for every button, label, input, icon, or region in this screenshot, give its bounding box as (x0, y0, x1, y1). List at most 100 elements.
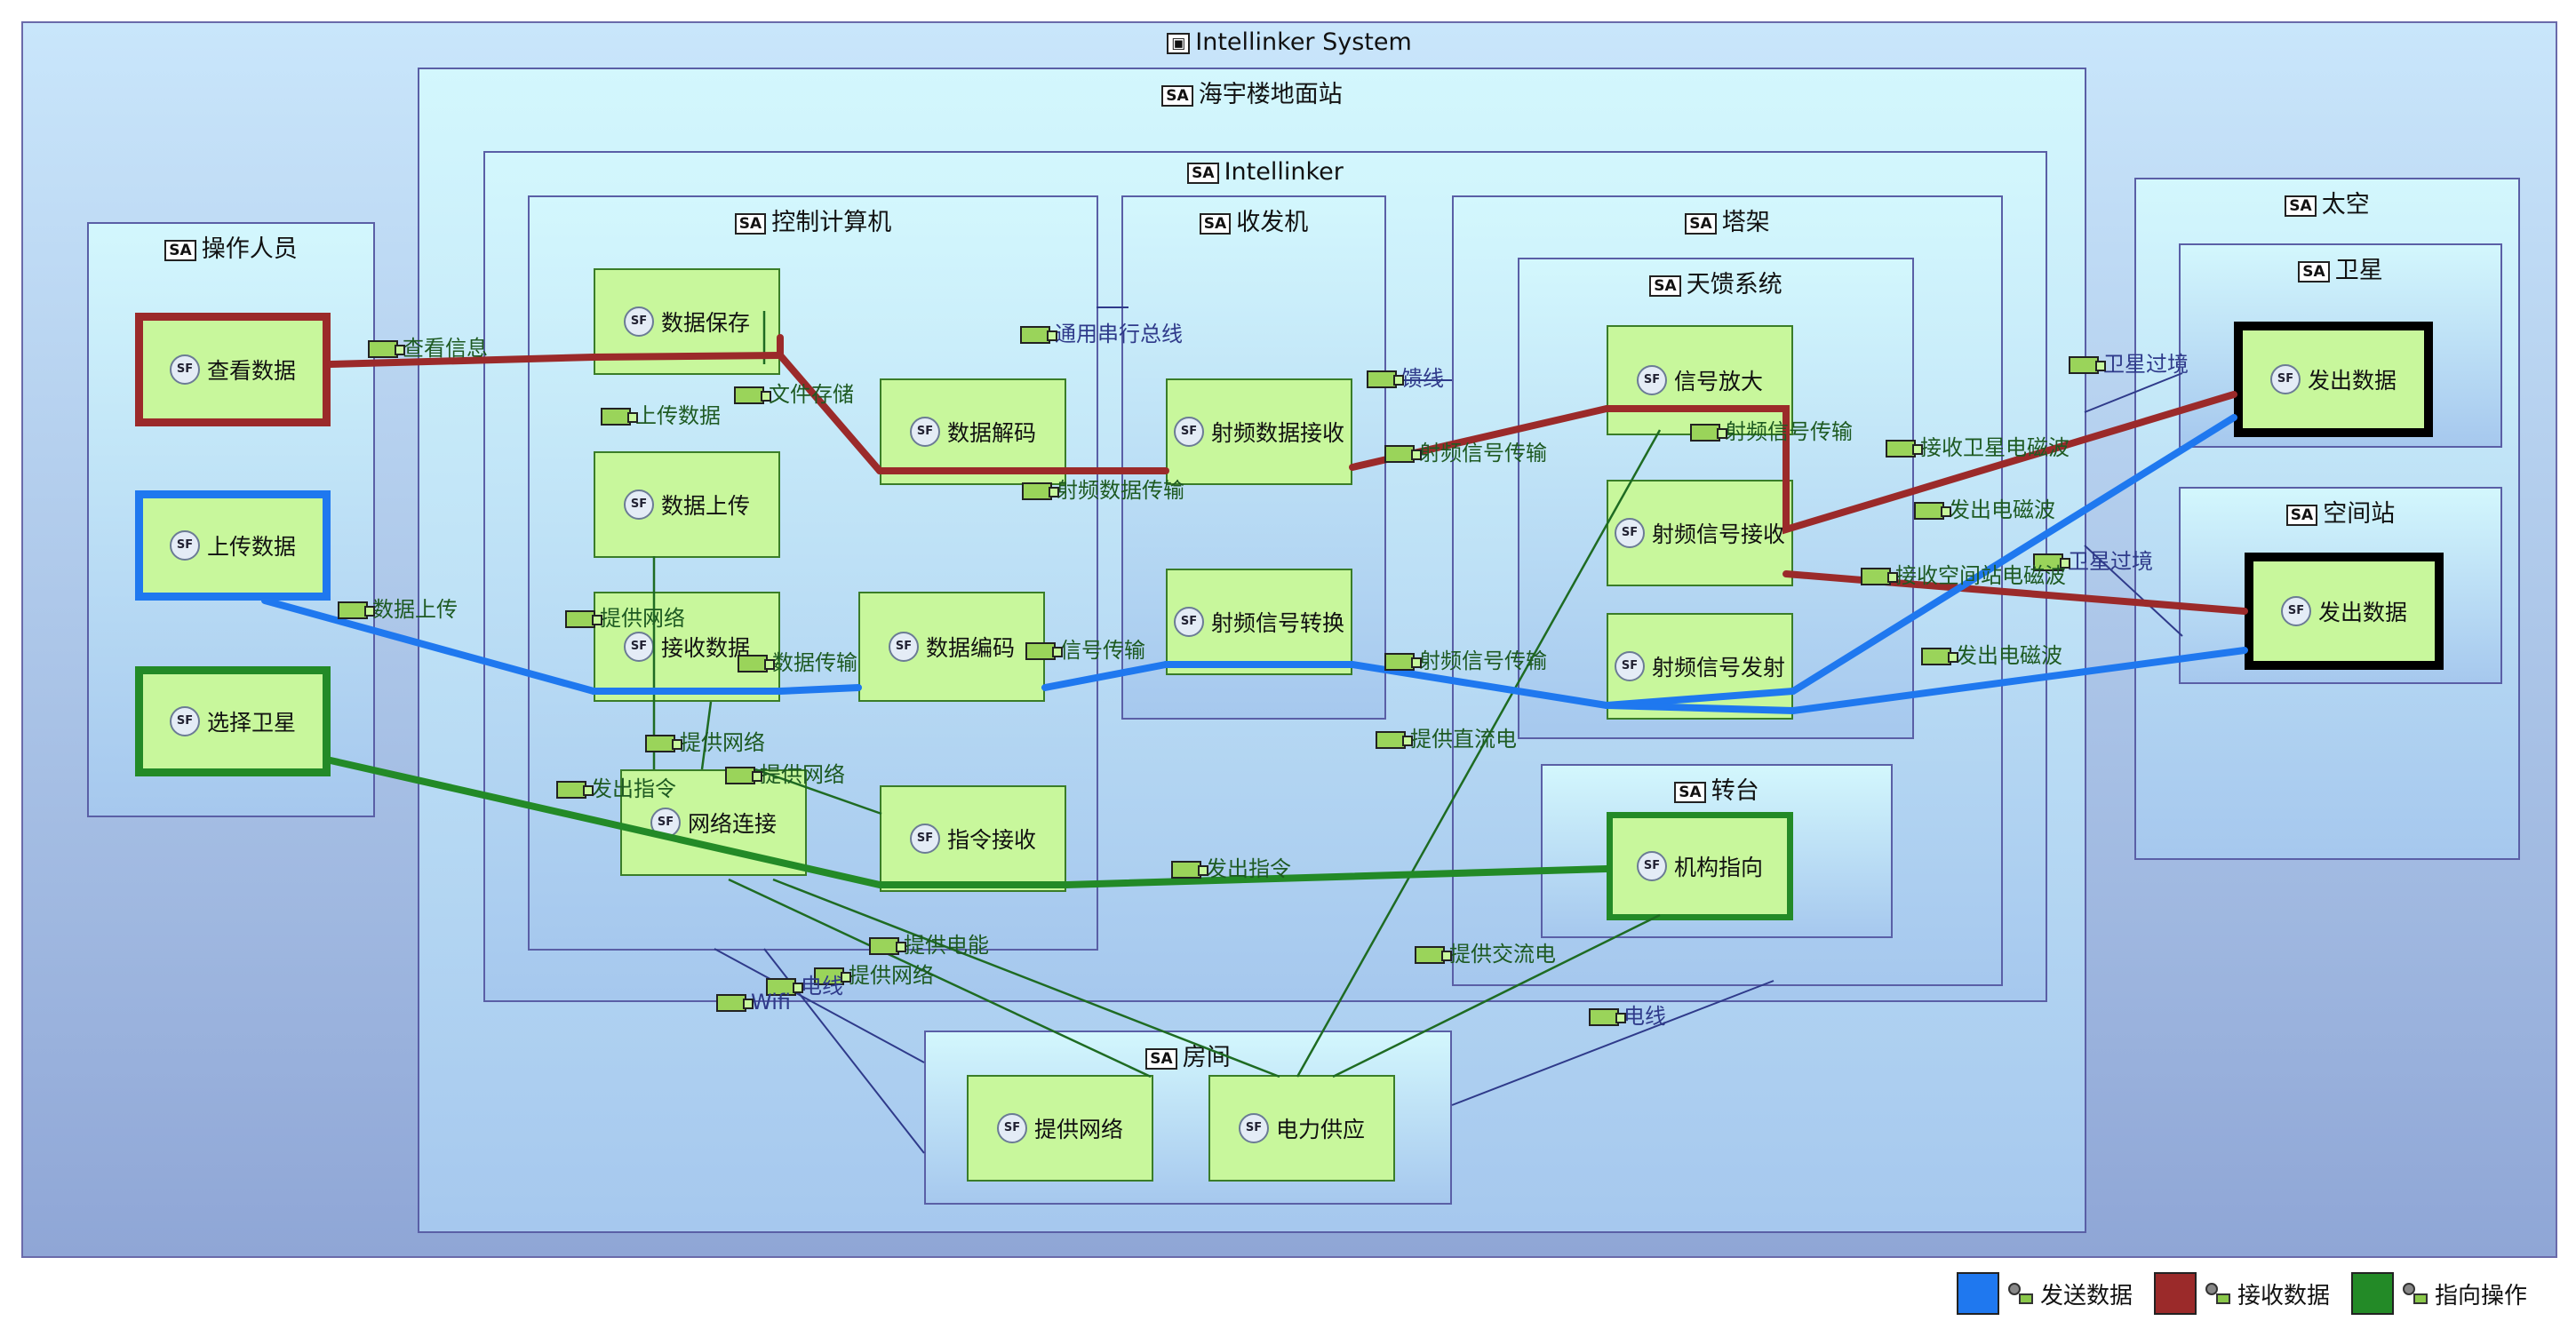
sa-icon: SA (2298, 260, 2330, 283)
legend-icon (2205, 1281, 2230, 1306)
function-icon: SF (169, 706, 200, 736)
exchange-icon (601, 408, 638, 426)
flow-label: Wifi (716, 990, 791, 1015)
flow-label: 发出指令 (1171, 851, 1291, 882)
exchange-icon (1861, 568, 1898, 585)
wire-dc-power (1296, 429, 1662, 1078)
function-icon: SF (1238, 1113, 1269, 1143)
sa-icon: SA (1674, 781, 1706, 803)
exchange-icon (1589, 1008, 1626, 1026)
component-icon: ▣ (1167, 32, 1191, 54)
sa-icon: SA (1187, 162, 1219, 184)
exchange-icon (1367, 370, 1404, 388)
wire-provide-net-c (700, 701, 713, 770)
exchange-icon (869, 937, 906, 955)
flow-label: 射频数据传输 (1022, 473, 1184, 504)
sa-icon: SA (2285, 195, 2317, 217)
legend-swatch (1957, 1272, 1999, 1315)
flow-label: 数据传输 (738, 645, 857, 676)
legend-icon (2008, 1281, 2033, 1306)
flow-label: 射频信号传输 (1690, 414, 1853, 445)
legend-icon (2403, 1281, 2428, 1306)
flow-label: 提供网络 (645, 725, 765, 756)
flow-label: 提供交流电 (1415, 936, 1556, 967)
flow-label: 查看信息 (368, 330, 488, 362)
wire-sat-transit-b (2084, 545, 2183, 637)
legend-direct: 指向操作 (2351, 1272, 2527, 1315)
function-icon: SF (2269, 364, 2301, 394)
function-icon: SF (1636, 365, 1667, 395)
exchange-icon (814, 967, 851, 985)
wire-provide-net-a (728, 878, 1152, 1078)
function-icon: SF (909, 824, 940, 854)
legend-send: 发送数据 (1957, 1272, 2133, 1315)
legend-swatch (2351, 1272, 2394, 1315)
flow-label: 射频信号传输 (1384, 643, 1547, 674)
system-title: ▣Intellinker System (23, 28, 2556, 56)
wire-cmd-to-mech (1063, 865, 1610, 888)
exchange-icon (1384, 445, 1422, 463)
flow-label: 提供直流电 (1376, 721, 1517, 752)
function-icon: SF (1636, 851, 1667, 881)
function-icon: SF (1173, 417, 1204, 447)
flow-label: 通用串行总线 (1020, 316, 1183, 347)
exchange-icon (738, 655, 775, 672)
exchange-icon (1886, 440, 1923, 458)
wire-encode-to-conv (1041, 661, 1169, 691)
exchange-icon (1384, 653, 1422, 671)
function-icon: SF (623, 306, 654, 337)
flow-label: 接收空间站电磁波 (1861, 558, 2066, 589)
wire-provide-power (772, 878, 1280, 1078)
flow-label: 发出电磁波 (1921, 638, 2062, 669)
flow-label: 提供网络 (565, 601, 685, 632)
function-icon: SF (1614, 651, 1645, 681)
function-icon: SF (1173, 607, 1204, 637)
exchange-icon (338, 601, 375, 619)
function-icon: SF (996, 1113, 1027, 1143)
flow-label: 信号传输 (1025, 633, 1145, 664)
function-icon: SF (2280, 596, 2311, 626)
wire-upload-to-recv (261, 597, 597, 695)
flow-label: 发出指令 (556, 771, 676, 802)
flow-label: 文件存储 (734, 377, 854, 408)
exchange-icon (2033, 553, 2070, 571)
wire-wire-a (714, 948, 925, 1063)
flow-label: 电线 (766, 968, 843, 999)
flow-label: 接收卫星电磁波 (1886, 430, 2070, 461)
sa-icon: SA (734, 212, 767, 235)
wire-sat-transit-a (2084, 372, 2183, 413)
flow-label: 上传数据 (601, 398, 721, 429)
sa-icon: SA (1685, 212, 1717, 235)
flow-label: 发出电磁波 (1914, 492, 2055, 523)
exchange-icon (1690, 424, 1727, 442)
exchange-icon (556, 781, 594, 799)
exchange-icon (645, 735, 682, 752)
flow-label: 馈线 (1367, 361, 1444, 392)
sa-icon: SA (1161, 84, 1193, 107)
exchange-icon (734, 386, 771, 404)
flow-label: 卫星过境 (2069, 346, 2189, 378)
wire-transmit-to-sat (1603, 414, 2237, 709)
flow-label: 电线 (1589, 999, 1666, 1030)
wire-sat-to-receiver (1349, 391, 2237, 535)
exchange-icon (1022, 482, 1059, 500)
sa-icon: SA (1199, 212, 1232, 235)
wire-recv-to-encode (590, 684, 862, 695)
flow-label: 提供网络 (725, 757, 845, 788)
